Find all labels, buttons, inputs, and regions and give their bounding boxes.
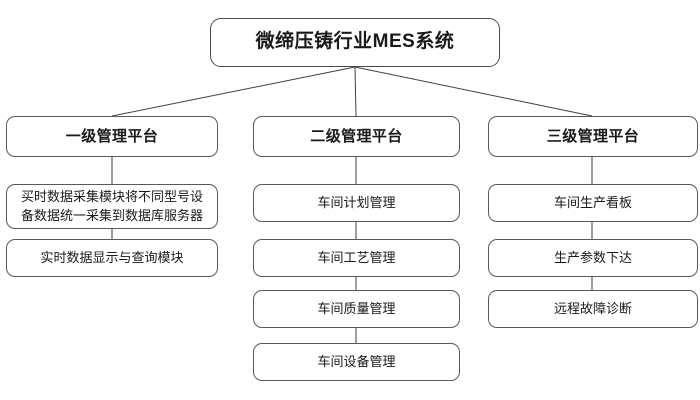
tier-node-3[interactable]: 三级管理平台 xyxy=(488,116,698,157)
leaf-node-tier3-1-label: 车间生产看板 xyxy=(553,195,632,211)
leaf-node-tier2-2[interactable]: 车间工艺管理 xyxy=(253,239,460,277)
leaf-node-tier1-2[interactable]: 实时数据显示与查询模块 xyxy=(6,239,218,277)
tier-node-1-label: 一级管理平台 xyxy=(65,127,159,145)
leaf-node-tier3-2[interactable]: 生产参数下达 xyxy=(488,239,698,277)
leaf-node-tier2-1[interactable]: 车间计划管理 xyxy=(253,184,460,222)
leaf-node-tier3-1[interactable]: 车间生产看板 xyxy=(488,184,698,222)
leaf-node-tier2-4[interactable]: 车间设备管理 xyxy=(253,343,460,381)
leaf-node-tier2-3-label: 车间质量管理 xyxy=(317,301,396,317)
leaf-node-tier3-3-label: 远程故障诊断 xyxy=(553,301,632,317)
connector-root-to-tier-3 xyxy=(354,66,593,117)
tier-node-1[interactable]: 一级管理平台 xyxy=(6,116,218,157)
connector-root-to-tier-2 xyxy=(354,66,357,117)
leaf-node-tier1-2-label: 实时数据显示与查询模块 xyxy=(40,250,184,266)
leaf-node-tier2-1-label: 车间计划管理 xyxy=(317,195,396,211)
root-node[interactable]: 微缔压铸行业MES系统 xyxy=(210,18,500,67)
root-node-label: 微缔压铸行业MES系统 xyxy=(255,31,455,53)
tier-node-2-label: 二级管理平台 xyxy=(310,127,403,145)
tier-node-3-label: 三级管理平台 xyxy=(546,127,640,145)
connector-root-to-tier-1 xyxy=(111,66,356,117)
leaf-node-tier2-2-label: 车间工艺管理 xyxy=(317,250,396,266)
leaf-node-tier3-3[interactable]: 远程故障诊断 xyxy=(488,290,698,328)
leaf-node-tier1-1[interactable]: 买时数据采集模块将不同型号设 备数据统一采集到数据库服务器 xyxy=(6,184,218,229)
leaf-node-tier3-2-label: 生产参数下达 xyxy=(553,250,632,266)
leaf-node-tier2-3[interactable]: 车间质量管理 xyxy=(253,290,460,328)
tier-node-2[interactable]: 二级管理平台 xyxy=(253,116,460,157)
leaf-node-tier2-4-label: 车间设备管理 xyxy=(317,354,396,370)
leaf-node-tier1-1-label: 买时数据采集模块将不同型号设 备数据统一采集到数据库服务器 xyxy=(20,188,203,223)
